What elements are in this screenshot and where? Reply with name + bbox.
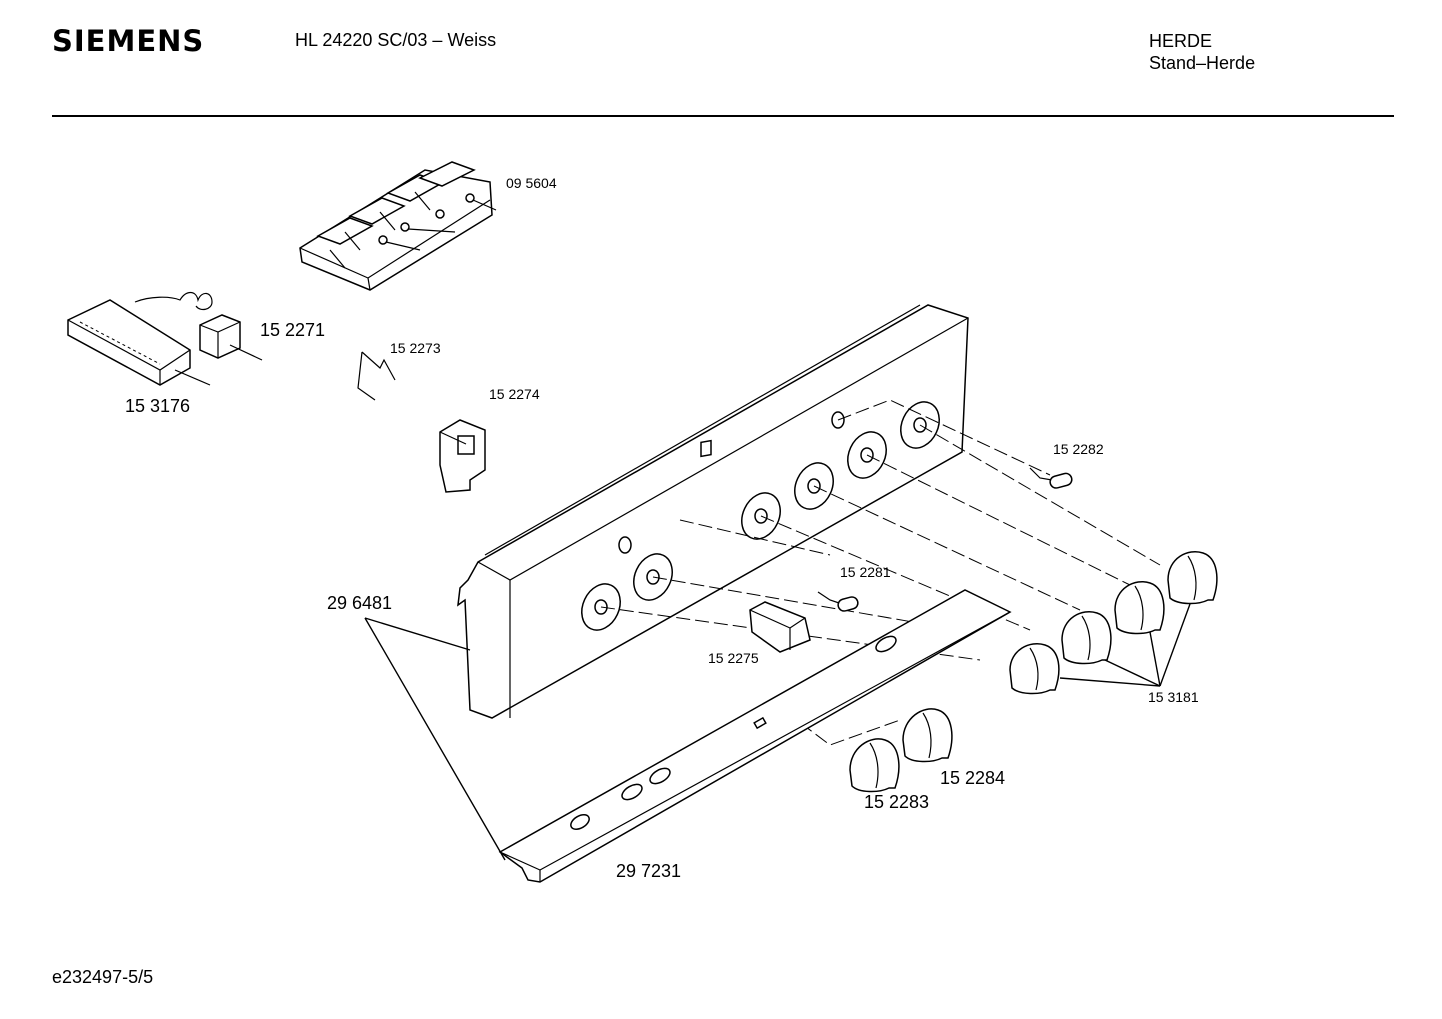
holder-drawing [749, 601, 811, 653]
lamp-center-drawing [817, 591, 859, 612]
label-control-box: 15 3176 [125, 396, 190, 416]
knobs-group-leaders [1059, 603, 1191, 687]
trim-strip-drawing [498, 589, 1012, 883]
model-title: HL 24220 SC/03 – Weiss [295, 30, 497, 50]
subcategory-label: Stand–Herde [1149, 53, 1256, 73]
label-knob-2283: 15 2283 [864, 792, 929, 812]
knob-2283-drawing [849, 738, 900, 793]
label-control-panel: 29 6481 [327, 593, 392, 613]
lamp-right-drawing [1029, 467, 1073, 489]
label-lamp-center: 15 2281 [840, 564, 891, 580]
clip-drawing [357, 351, 396, 401]
label-switch-block: 09 5604 [506, 175, 557, 191]
header-divider [52, 115, 1394, 117]
label-lamp-right: 15 2282 [1053, 441, 1104, 457]
label-thermostat: 15 2271 [260, 320, 325, 340]
panel-leaders [364, 617, 506, 861]
label-trim-strip: 29 7231 [616, 861, 681, 881]
bracket-drawing [439, 419, 486, 493]
label-knobs-group: 15 3181 [1148, 689, 1199, 705]
category-block: HERDE Stand–Herde [1149, 30, 1255, 74]
document-id: e232497-5/5 [52, 967, 154, 987]
knobs-group-drawing [1009, 551, 1218, 695]
label-clip: 15 2273 [390, 340, 441, 356]
label-holder: 15 2275 [708, 650, 759, 666]
knob-2284-drawing [902, 708, 953, 763]
thermostat-drawing [134, 291, 263, 361]
category-label: HERDE [1149, 31, 1213, 51]
label-bracket: 15 2274 [489, 386, 540, 402]
label-knob-2284: 15 2284 [940, 768, 1005, 788]
switch-block-drawing [299, 161, 497, 291]
control-box-drawing [67, 299, 211, 386]
brand-logo: SIEMENS [52, 24, 205, 58]
